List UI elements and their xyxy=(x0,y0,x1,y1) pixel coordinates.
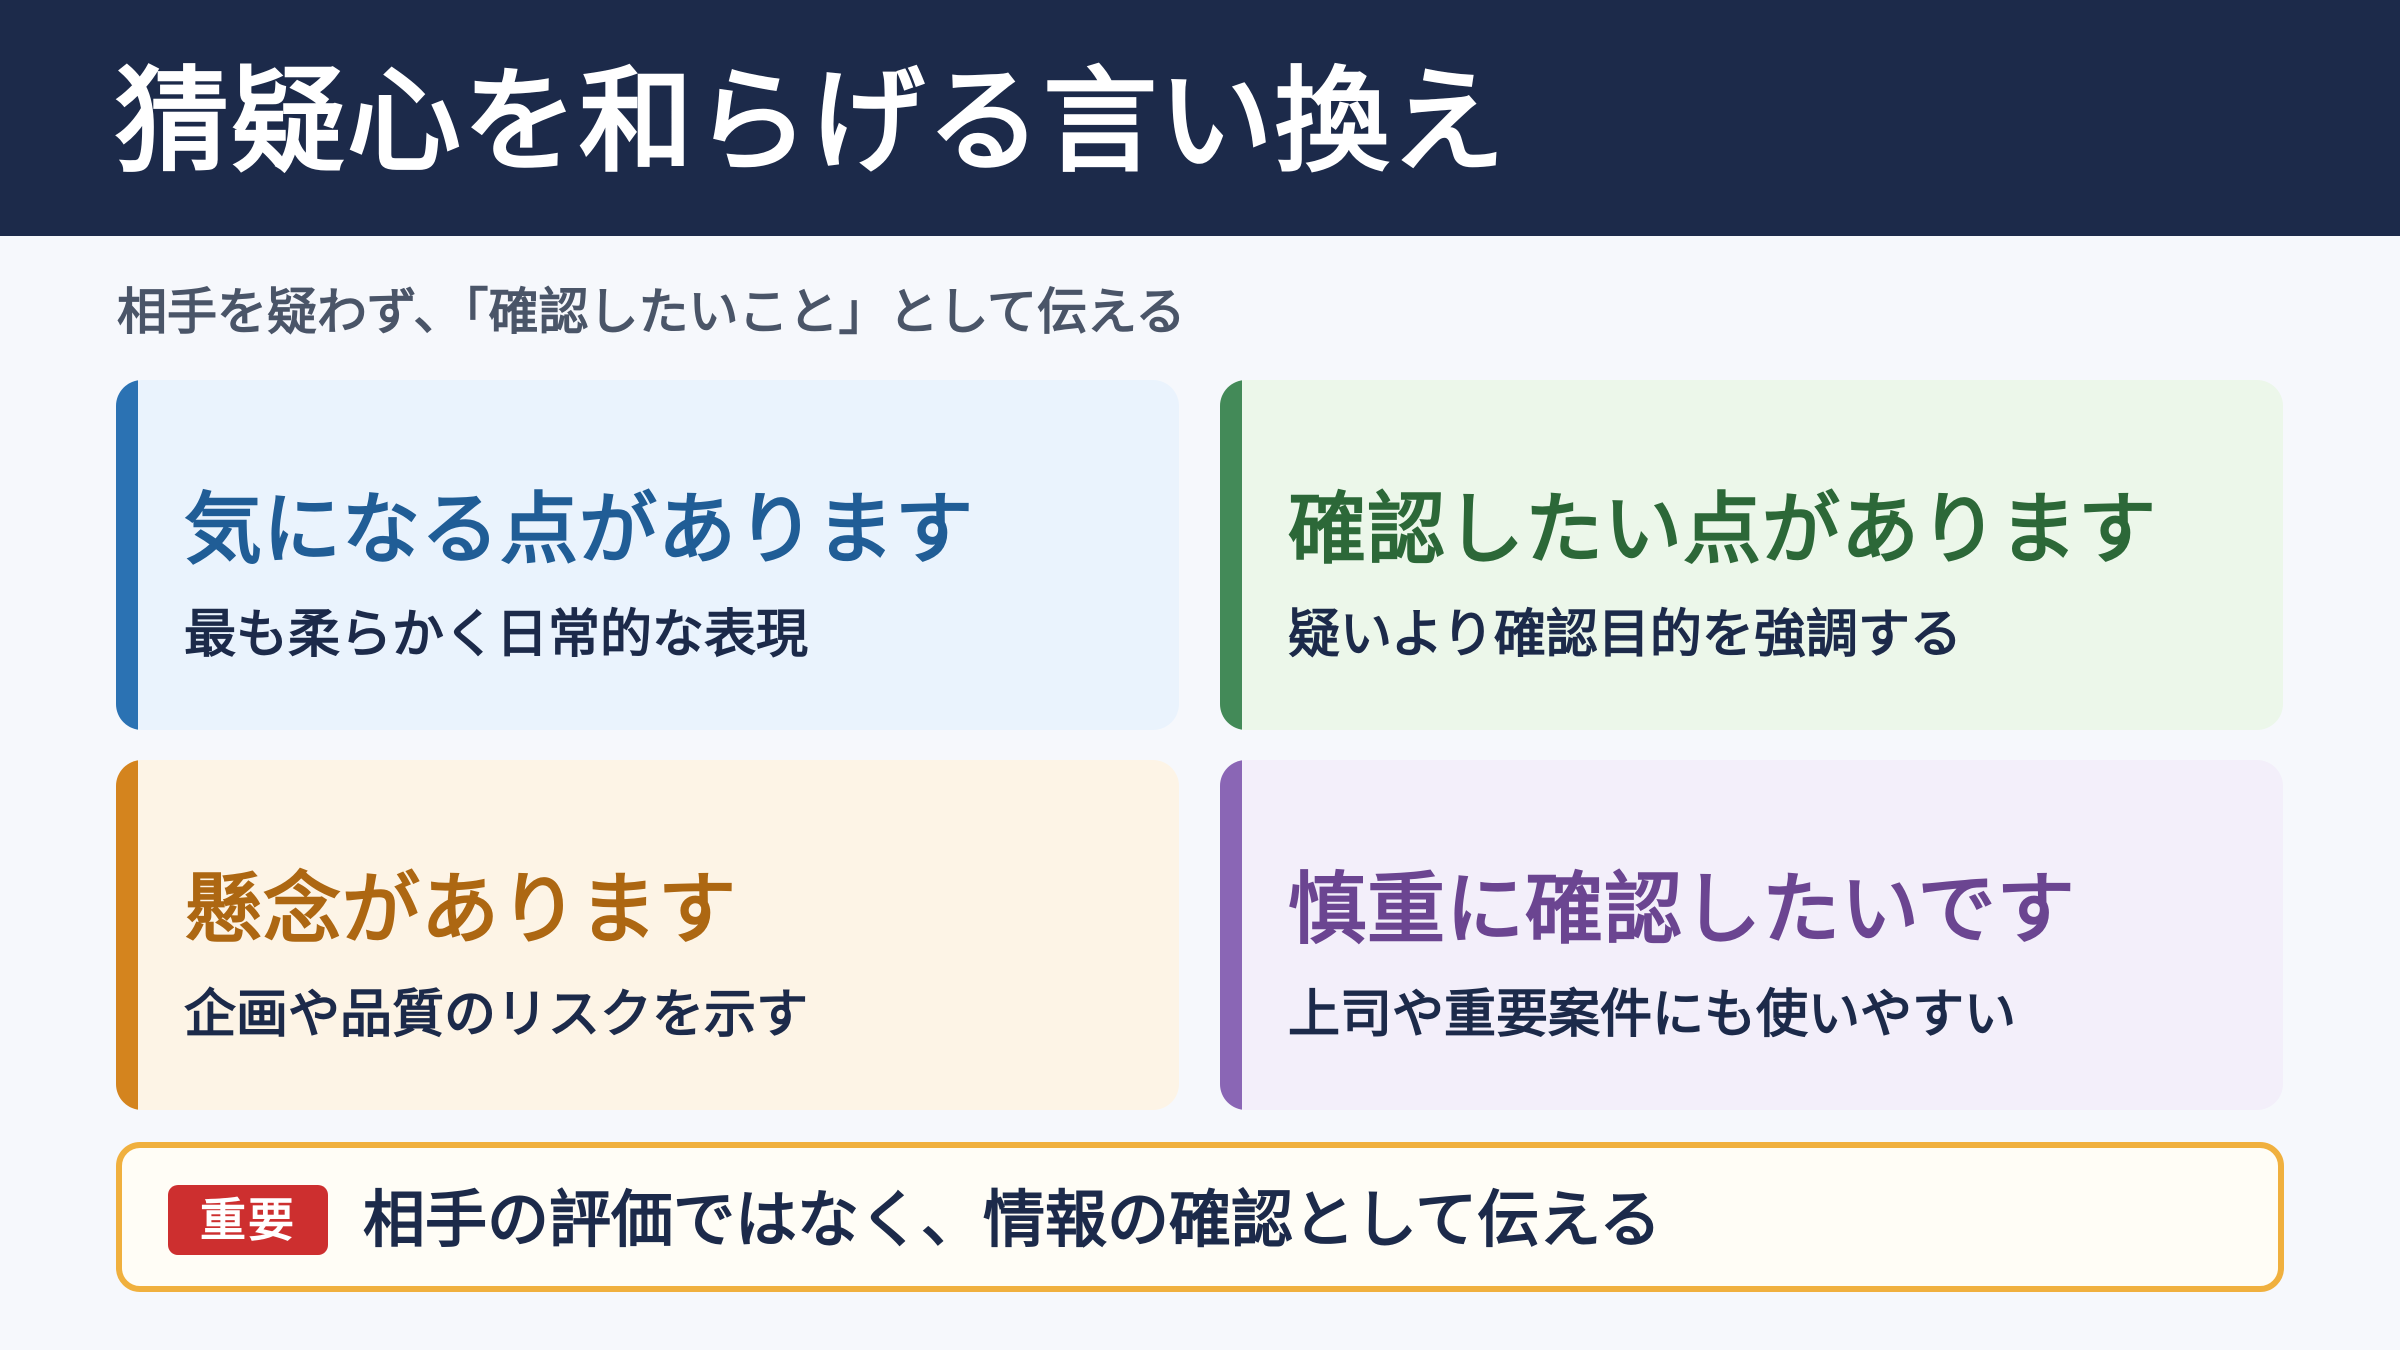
page-subtitle: 相手を疑わず、「確認したいこと」として伝える xyxy=(117,283,1186,341)
card-accent-bar xyxy=(1220,760,1242,1110)
card-accent-bar xyxy=(1220,380,1242,730)
card-accent-bar xyxy=(116,380,138,730)
card-accent-bar xyxy=(116,760,138,1110)
page-title: 猜疑心を和らげる言い換え xyxy=(115,55,1508,188)
card-heading: 気になる点があります xyxy=(184,485,975,575)
card-heading: 慎重に確認したいです xyxy=(1288,865,2076,955)
important-badge: 重要 xyxy=(168,1185,328,1255)
card-description: 上司や重要案件にも使いやすい xyxy=(1288,985,2017,1045)
card-heading: 懸念があります xyxy=(184,865,738,955)
card-description: 最も柔らかく日常的な表現 xyxy=(184,605,809,665)
card-description: 企画や品質のリスクを示す xyxy=(184,985,809,1045)
phrase-card-3: 懸念があります 企画や品質のリスクを示す xyxy=(116,760,1179,1110)
phrase-card-4: 慎重に確認したいです 上司や重要案件にも使いやすい xyxy=(1220,760,2283,1110)
important-note: 重要 相手の評価ではなく、情報の確認として伝える xyxy=(116,1142,2284,1292)
header-banner: 猜疑心を和らげる言い換え xyxy=(0,0,2400,236)
phrase-card-2: 確認したい点があります 疑いより確認目的を強調する xyxy=(1220,380,2283,730)
important-note-text: 相手の評価ではなく、情報の確認として伝える xyxy=(363,1183,1662,1256)
card-description: 疑いより確認目的を強調する xyxy=(1288,605,1962,665)
card-heading: 確認したい点があります xyxy=(1288,485,2158,575)
phrase-card-1: 気になる点があります 最も柔らかく日常的な表現 xyxy=(116,380,1179,730)
